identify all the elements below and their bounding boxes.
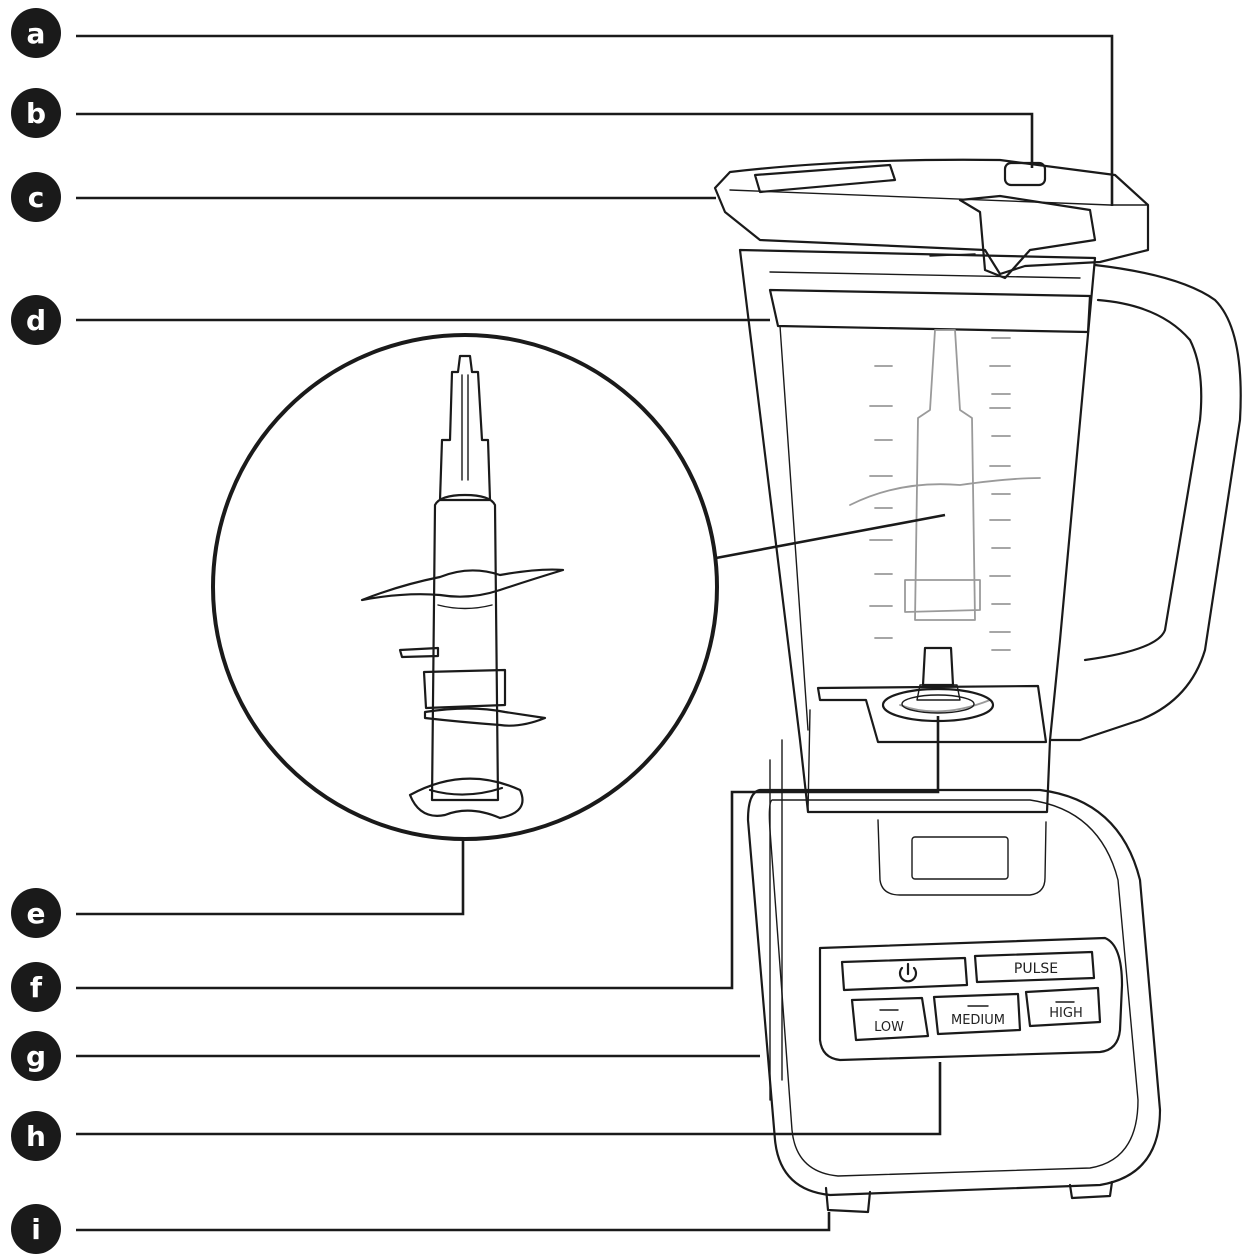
- power-icon: [898, 962, 918, 983]
- callout-a: a: [11, 8, 61, 58]
- callout-c-label: c: [28, 181, 45, 214]
- blade-assembly-inset: [211, 333, 946, 841]
- leader-f: [76, 716, 940, 990]
- pulse-button[interactable]: PULSE: [973, 950, 1096, 984]
- callout-d: d: [11, 295, 61, 345]
- low-button[interactable]: LOW: [850, 996, 930, 1042]
- callout-e-label: e: [27, 897, 46, 930]
- leader-h: [76, 1062, 942, 1136]
- low-label: LOW: [874, 1020, 904, 1035]
- leader-lines: [76, 34, 1114, 1232]
- callout-f: f: [11, 962, 61, 1012]
- pulse-label: PULSE: [1014, 961, 1058, 977]
- callout-b-label: b: [26, 97, 46, 130]
- pitcher: [738, 248, 1242, 814]
- high-button[interactable]: HIGH: [1024, 986, 1102, 1028]
- callout-d-label: d: [26, 304, 46, 337]
- drive-gear: [881, 646, 995, 723]
- control-panel: PULSE LOW MEDIUM HIGH: [818, 936, 1124, 1062]
- leader-e: [76, 840, 465, 916]
- measurement-marks: [869, 337, 1011, 651]
- callout-g-label: g: [26, 1040, 46, 1073]
- lid: [713, 158, 1150, 280]
- ghost-blade-assembly: [849, 329, 1041, 713]
- callout-h-label: h: [26, 1120, 46, 1153]
- leader-b: [76, 112, 1034, 168]
- callout-i: i: [11, 1204, 61, 1254]
- callout-a-label: a: [27, 17, 46, 50]
- leader-a: [76, 34, 1114, 206]
- callout-c: c: [11, 172, 61, 222]
- callout-e: e: [11, 888, 61, 938]
- callout-f-label: f: [30, 971, 43, 1004]
- callout-g: g: [11, 1031, 61, 1081]
- leader-i: [76, 1212, 831, 1232]
- high-label: HIGH: [1049, 1006, 1082, 1021]
- medium-label: MEDIUM: [951, 1013, 1005, 1028]
- power-button[interactable]: [840, 956, 969, 992]
- blender-illustration: PULSE LOW MEDIUM HIGH: [713, 158, 1242, 1214]
- callout-h: h: [11, 1111, 61, 1161]
- medium-button[interactable]: MEDIUM: [932, 992, 1022, 1036]
- motor-base: [746, 739, 1162, 1214]
- callout-b: b: [11, 88, 61, 138]
- callout-i-label: i: [31, 1213, 41, 1246]
